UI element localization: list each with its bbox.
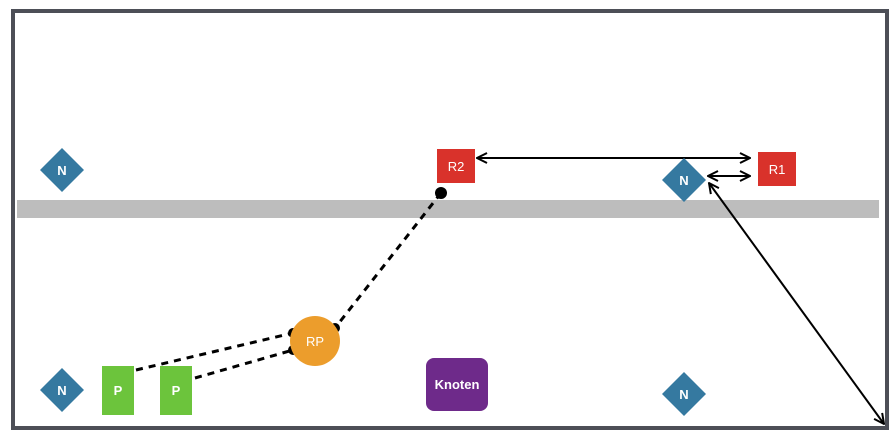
- node-diamond-icon: [662, 372, 706, 416]
- participant-box-1: [102, 366, 134, 415]
- node-diamond-icon: [40, 368, 84, 412]
- node-diamond-icon: [662, 158, 706, 202]
- dashed-link-rp-r2: [333, 192, 443, 329]
- knoten-box: [426, 358, 488, 411]
- road-bar: [17, 200, 879, 218]
- router-r1-box: [758, 152, 796, 186]
- node-diamond-icon: [40, 148, 84, 192]
- participant-box-2: [160, 366, 192, 415]
- arrow-n-corner: [709, 183, 884, 424]
- link-endpoint-dot: [435, 187, 447, 199]
- router-r2-box: [437, 149, 475, 183]
- dashed-link-p2-rp: [194, 348, 294, 380]
- rendezvous-point-circle: [290, 316, 340, 366]
- dashed-link-p1-rp: [135, 331, 294, 372]
